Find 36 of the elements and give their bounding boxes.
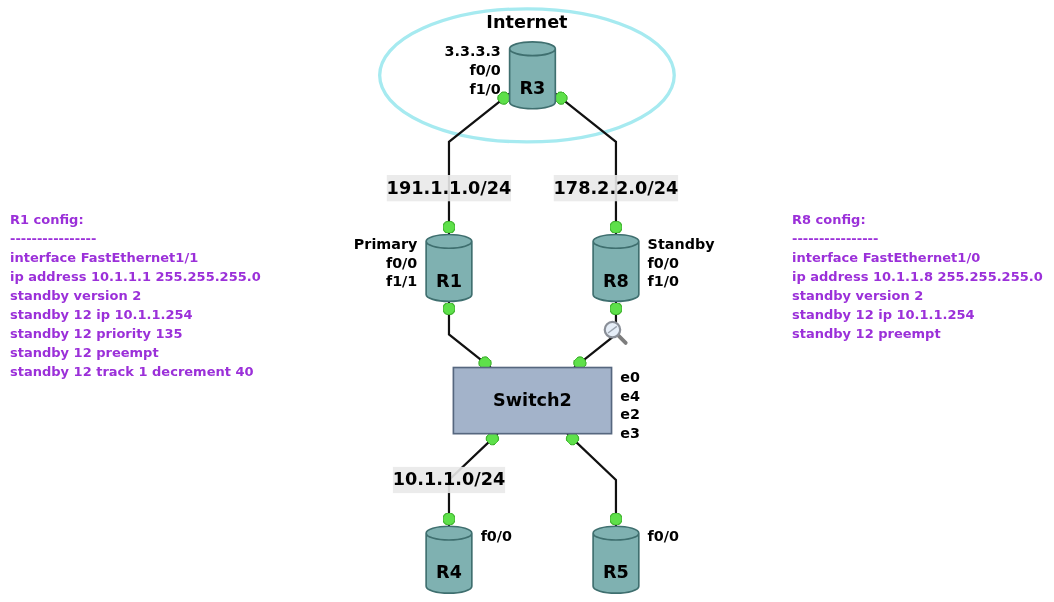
node-note: f1/0 [647,273,680,290]
node-note: 3.3.3.3 [444,43,501,60]
config-text: interface FastEthernet1/1 [10,249,200,267]
config-text: standby version 2 [792,287,925,305]
node-note: e2 [620,406,641,423]
config-text: ip address 10.1.1.1 255.255.255.0 [10,268,262,286]
node-note: Standby [647,235,715,252]
config-text: standby 12 preempt [10,344,160,362]
node-note: f0/0 [647,527,680,544]
node-note: f1/0 [469,80,501,97]
config-text: standby 12 ip 10.1.1.254 [10,306,194,324]
config-text: interface FastEthernet1/0 [792,249,982,267]
node-note: e0 [620,368,641,385]
config-text: ---------------- [792,230,880,248]
edge-label: 178.2.2.0/24 [553,177,679,199]
config-text: standby 12 priority 135 [10,325,184,343]
node-note: f1/1 [385,273,418,290]
node-note: e3 [620,425,641,442]
config-text: standby 12 preempt [792,325,942,343]
edge-label: 191.1.1.0/24 [386,177,512,199]
node-box: Switch2 [452,366,613,435]
config-text: standby version 2 [10,287,143,305]
connector [565,432,623,527]
config-text: R1 config: [10,211,85,229]
node-note: f0/0 [469,61,501,78]
config-text: standby 12 track 1 decrement 40 [10,363,255,381]
config-text: ---------------- [10,230,98,248]
config-text: ip address 10.1.1.8 255.255.255.0 [792,268,1044,286]
node-note: e4 [620,387,641,404]
config-text: standby 12 ip 10.1.1.254 [792,306,976,324]
config-text: R8 config: [792,211,867,229]
node-note: f0/0 [647,254,680,271]
node-note: f0/0 [385,254,418,271]
edge-label: 10.1.1.0/24 [392,468,506,490]
node-note: f0/0 [480,527,513,544]
node-note: Primary [353,235,418,252]
